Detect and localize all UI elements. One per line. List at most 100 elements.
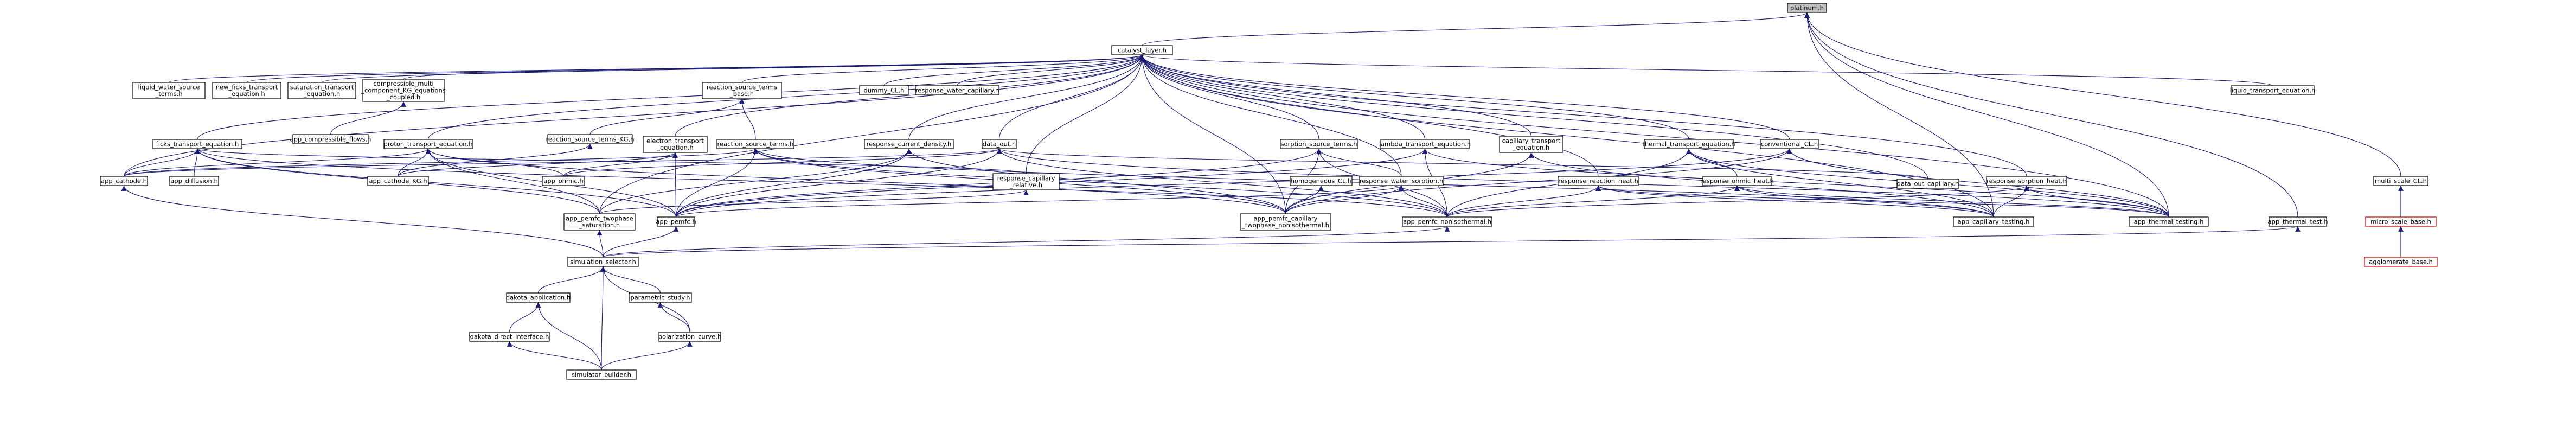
node-capillary-te[interactable]: capillary_transport_equation.h [1499, 136, 1563, 153]
node-simulator-builder[interactable]: simulator_builder.h [566, 369, 637, 380]
edge-electron-te-to-catalyst [675, 54, 1145, 137]
edge-ficks-te-to-catalyst [197, 54, 1145, 140]
node-homogeneous-cl[interactable]: homogeneous_CL.h [1290, 176, 1353, 186]
node-saturation-te[interactable]: saturation_transport_equation.h [287, 82, 356, 99]
node-micro-scale-base[interactable]: micro_scale_base.h [2365, 216, 2437, 227]
node-app-diffusion[interactable]: app_diffusion.h [169, 176, 219, 186]
node-polarization[interactable]: polarization_curve.h [658, 332, 722, 342]
node-simulation-selector[interactable]: simulation_selector.h [567, 257, 639, 267]
edge-layer [121, 12, 2404, 371]
edge-app-pemfc-to-data-out [675, 148, 1002, 218]
node-lambda-te[interactable]: lambda_transport_equation.h [1379, 139, 1471, 149]
node-label: thermal_transport_equation.h [1642, 140, 1735, 148]
node-box [469, 332, 550, 342]
node-app-compressible[interactable]: app_compressible_flows.h [290, 134, 371, 144]
node-app-pemfc-noniso[interactable]: app_pemfc_nonisothermal.h [1402, 216, 1492, 227]
edge-catalyst-to-platinum [1142, 12, 1810, 46]
node-catalyst[interactable]: catalyst_layer.h [1111, 45, 1173, 55]
node-box [1499, 136, 1563, 153]
node-thermal-te[interactable]: thermal_transport_equation.h [1642, 139, 1735, 149]
edge-app-pemfc-to-ficks-te [195, 148, 677, 218]
edge-resp-current-to-catalyst [908, 54, 1145, 140]
node-label: proton_transport_equation.h [384, 140, 473, 148]
node-box [2129, 216, 2209, 227]
node-label: new_ficks_transport [216, 84, 278, 91]
edge-conventional-cl-to-catalyst [1139, 54, 1790, 140]
node-platinum[interactable]: platinum.h [1787, 3, 1827, 13]
node-box [567, 257, 639, 267]
edge-compressible-mc-to-catalyst [403, 54, 1145, 80]
node-resp-ohmic-heat[interactable]: response_ohmic_heat.h [1700, 176, 1774, 186]
node-label: _twophase_nonisothermal.h [1241, 221, 1329, 229]
node-app-cap-testing[interactable]: app_capillary_testing.h [1953, 216, 2034, 227]
node-app-cathode-kg[interactable]: app_cathode_KG.h [367, 176, 429, 186]
edge-app-pemfc-2ph-sat-to-resp-cap-rel [599, 189, 1029, 214]
node-app-cathode[interactable]: app_cathode.h [100, 176, 148, 186]
node-dakota-app[interactable]: dakota_application.h [506, 292, 571, 303]
edge-multi-scale-cl-to-platinum [1804, 12, 2401, 177]
edge-liq-water-src-to-catalyst [168, 54, 1145, 83]
node-dummy-cl[interactable]: dummy_CL.h [859, 85, 909, 95]
node-compressible-mc[interactable]: compressible_multi_component_KG_equation… [361, 79, 446, 102]
node-new-ficks[interactable]: new_ficks_transport_equation.h [212, 82, 281, 99]
edge-app-cap-testing-to-resp-react-heat [1595, 185, 1994, 218]
node-dakota-direct[interactable]: dakota_direct_interface.h [469, 332, 550, 342]
node-conventional-cl[interactable]: conventional_CL.h [1760, 139, 1819, 149]
edge-app-pemfc-noniso-to-resp-ohmic-heat [1446, 185, 1740, 218]
node-resp-current[interactable]: response_current_density.h [864, 139, 954, 149]
node-label: electron_transport [646, 137, 704, 145]
edge-reaction-src-kg-to-reaction-src-base [589, 98, 745, 135]
edge-app-pemfc-2ph-sat-to-proton-te [425, 148, 600, 214]
node-app-ohmic[interactable]: app_ohmic.h [542, 176, 585, 186]
edge-reaction-src-base-to-catalyst [741, 54, 1145, 83]
edge-app-pemfc-to-electron-te [672, 152, 678, 218]
node-parametric[interactable]: parametric_study.h [629, 292, 692, 303]
edge-app-thermal-test-to-platinum [1804, 12, 2298, 218]
node-resp-water-cap[interactable]: response_water_capillary.h [915, 85, 999, 95]
edge-app-cathode-to-reaction-src [123, 148, 758, 177]
node-data-out[interactable]: data_out.h [982, 139, 1017, 149]
node-multi-scale-cl[interactable]: multi_scale_CL.h [2373, 176, 2428, 186]
node-data-out-cap[interactable]: data_out_capillary.h [1896, 179, 1959, 189]
node-reaction-src-base[interactable]: reaction_source_terms_base.h [702, 82, 782, 99]
node-app-pemfc-2ph-sat[interactable]: app_pemfc_twophase_saturation.h [563, 213, 636, 231]
node-label: response_ohmic_heat.h [1700, 177, 1774, 184]
node-label: _coupled.h [386, 93, 420, 101]
node-resp-water-sorp[interactable]: response_water_sorption.h [1359, 176, 1444, 186]
node-box [1986, 176, 2067, 186]
node-label: response_current_density.h [867, 140, 952, 148]
node-app-thermal-test[interactable]: app_thermal_test.h [2267, 216, 2328, 227]
node-agglomerate-base[interactable]: agglomerate_base.h [2364, 257, 2438, 267]
node-label: compressible_multi [373, 80, 433, 87]
node-resp-react-heat[interactable]: response_reaction_heat.h [1558, 176, 1639, 186]
node-sorption-src[interactable]: sorption_source_terms.h [1280, 139, 1358, 149]
node-box [1111, 45, 1173, 55]
node-reaction-src[interactable]: reaction_source_terms.h [716, 139, 794, 149]
node-label: app_pemfc_capillary [1254, 215, 1318, 222]
node-label: _equation.h [1513, 144, 1549, 151]
node-label: ficks_transport_equation.h [156, 140, 239, 148]
node-label: reaction_source_terms.h [717, 140, 794, 148]
node-ficks-te[interactable]: ficks_transport_equation.h [152, 139, 242, 149]
edge-dummy-cl-to-catalyst [883, 54, 1145, 86]
node-box [367, 176, 429, 186]
edge-simulator-builder-to-polarization [601, 341, 693, 371]
node-box [563, 213, 636, 231]
node-box [992, 173, 1060, 190]
node-liquid-te[interactable]: liquid_transport_equation.h [2230, 85, 2316, 95]
node-label: response_capillary [997, 175, 1055, 182]
node-app-pemfc-cap[interactable]: app_pemfc_capillary_twophase_nonisotherm… [1240, 213, 1331, 231]
node-resp-sorp-heat[interactable]: response_sorption_heat.h [1986, 176, 2067, 186]
node-box [2364, 257, 2438, 267]
node-label: response_water_sorption.h [1360, 177, 1444, 184]
node-liq-water-src[interactable]: liquid_water_source_terms.h [132, 82, 206, 99]
node-reaction-src-kg[interactable]: reaction_source_terms_KG.h [546, 134, 635, 144]
node-proton-te[interactable]: proton_transport_equation.h [383, 139, 473, 149]
edge-app-cap-testing-to-resp-sorp-heat [1993, 185, 2029, 218]
node-app-pemfc[interactable]: app_pemfc.h [656, 216, 696, 227]
edge-thermal-te-to-catalyst [1139, 54, 1689, 140]
node-resp-cap-rel[interactable]: response_capillary_relative.h [992, 173, 1060, 190]
edge-simulation-selector-to-app-pemfc-noniso [603, 226, 1450, 258]
node-app-thermal-testing[interactable]: app_thermal_testing.h [2129, 216, 2209, 227]
node-electron-te[interactable]: electron_transport_equation.h [643, 136, 708, 153]
